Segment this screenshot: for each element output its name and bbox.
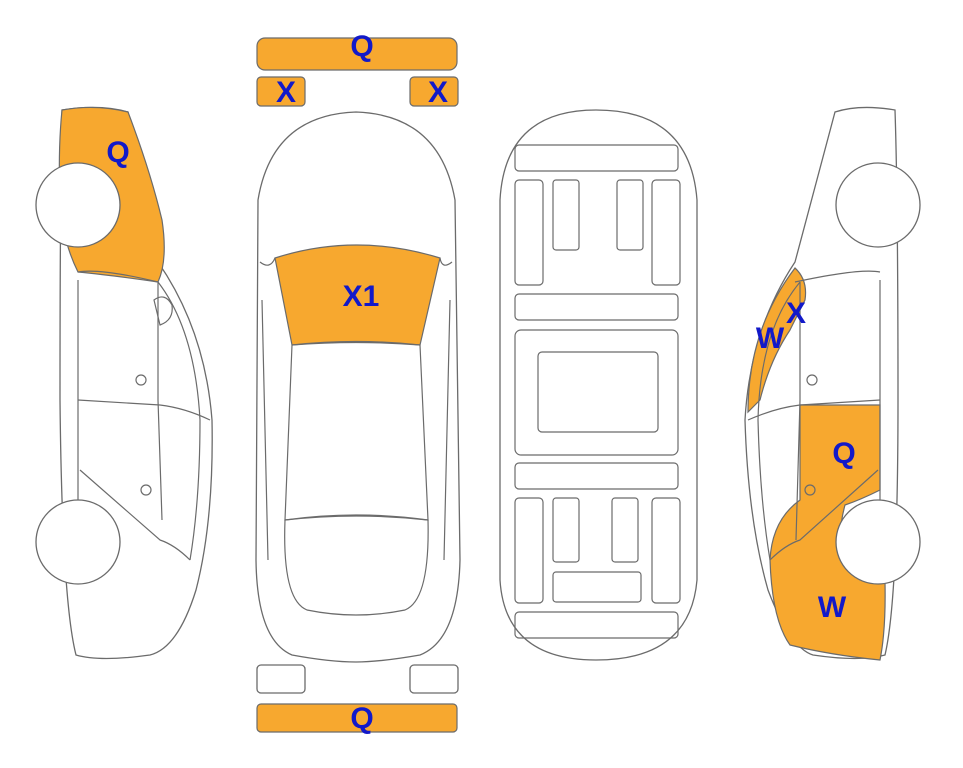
right-side-window-line [757, 281, 801, 561]
underbody-rear-left-mount [552, 497, 580, 563]
underbody-front-right-mount [616, 179, 644, 251]
underbody-rear-center [552, 571, 642, 603]
underbody-cross-member-1 [514, 293, 679, 321]
right-side-rear-window [747, 404, 801, 421]
left-side-door-handle-rear [140, 484, 152, 496]
underbody-front-panel [514, 144, 679, 172]
left-side-rear-window [159, 404, 211, 421]
top-view-body [255, 111, 461, 663]
right-side-belt-line [799, 399, 881, 406]
left-side-door-line-front [157, 282, 163, 521]
right-side-door-line [795, 282, 801, 541]
right-side-front-pillar-damage [747, 267, 807, 414]
front-left-light-damage [256, 76, 306, 107]
underbody-rear-left-rail [514, 497, 544, 604]
right-side-front-pillar-w-code: W [756, 322, 785, 355]
left-side-mirror [153, 296, 173, 326]
underbody-center-inner [537, 351, 659, 433]
front-right-light-code: X [428, 76, 448, 109]
underbody-front-left-rail [514, 179, 544, 286]
underbody-front-right-rail [651, 179, 681, 286]
underbody-outline [499, 109, 698, 661]
top-view-right-side-line [439, 257, 453, 561]
rear-left-light [256, 664, 306, 694]
left-side-front-code: Q [106, 136, 129, 169]
damage-code-labels: Q X X X1 Q Q X W Q W [106, 30, 855, 735]
underbody-view [499, 109, 698, 661]
right-side-rear-door-code: Q [832, 437, 855, 470]
left-front-wheel [35, 162, 121, 248]
left-side-view [35, 106, 213, 660]
front-left-light-code: X [276, 76, 296, 109]
right-side-front-pillar-x-code: X [786, 297, 806, 330]
left-side-lower-door [79, 469, 191, 561]
rear-bumper-code: Q [350, 702, 373, 735]
underbody-rear-right-mount [611, 497, 639, 563]
right-side-door-handle-front [806, 374, 818, 386]
rear-right-light [409, 664, 459, 694]
top-view-rear-window [284, 515, 429, 616]
underbody-front-left-mount [552, 179, 580, 251]
right-side-lower-door [769, 469, 879, 561]
left-side-door-handle-front [135, 374, 147, 386]
top-view-left-side-line [259, 257, 276, 561]
underbody-center-outer [514, 329, 679, 456]
left-side-window-line [157, 281, 201, 561]
right-side-pillar [794, 270, 881, 283]
right-side-door-handle-rear [804, 484, 816, 496]
rear-bumper-damage [256, 703, 458, 733]
underbody-rear-panel [514, 611, 679, 639]
left-rear-wheel [35, 499, 121, 585]
right-rear-wheel [835, 499, 921, 585]
right-side-view [744, 106, 921, 661]
left-side-pillar [77, 270, 159, 283]
front-bumper-code: Q [350, 30, 373, 63]
underbody-rear-right-rail [651, 497, 681, 604]
left-side-door-line-rear [77, 399, 161, 406]
right-side-rear-quarter-code: W [818, 591, 847, 624]
windshield-code: X1 [343, 280, 380, 313]
right-front-wheel [835, 162, 921, 248]
underbody-cross-member-2 [514, 462, 679, 490]
top-view [255, 37, 461, 733]
front-bumper-damage [256, 37, 458, 71]
front-right-light-damage [409, 76, 459, 107]
